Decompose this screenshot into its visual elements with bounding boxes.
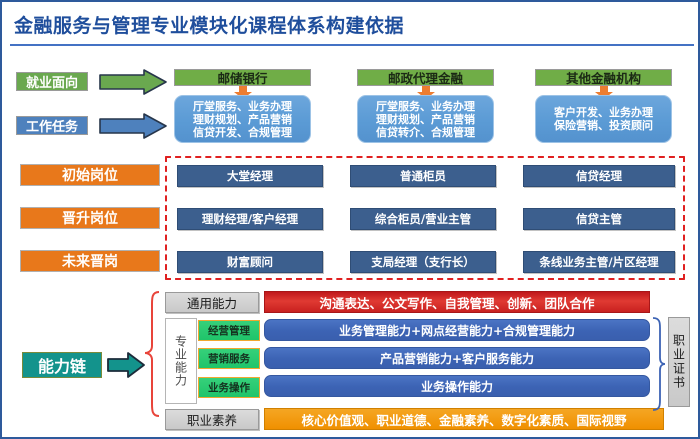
task-line: 保险营销、投资顾问 <box>554 119 653 132</box>
task-box-2: 厅堂服务、业务办理 理财规划、产品营销 信贷转介、合规管理 <box>357 95 494 143</box>
post-box-future-1: 财富顾问 <box>177 251 323 273</box>
label-professional-ability: 专业能力 <box>165 318 197 404</box>
post-box-promotion-1: 理财经理/客户经理 <box>177 208 323 230</box>
label-professional-ability-text: 专业能力 <box>173 335 188 387</box>
capability-bar-3: 业务操作能力 <box>264 375 650 397</box>
task-line: 厅堂服务、业务办理 <box>376 99 475 113</box>
arrow-right-icon-employment <box>98 68 168 96</box>
label-vocational-quality: 职业素养 <box>165 409 259 430</box>
curly-brace-icon-ability <box>143 290 161 420</box>
capability-bar-0: 沟通表达、公文写作、自我管理、创新、团队合作 <box>264 291 650 313</box>
post-box-initial-2: 普通柜员 <box>350 165 496 187</box>
arrow-down-icon-2 <box>416 86 435 99</box>
task-line: 信贷转介、合规管理 <box>376 125 475 139</box>
task-line: 理财规划、产品营销 <box>376 112 475 126</box>
capability-bar-4: 核心价值观、职业道德、金融素养、数字化素质、国际视野 <box>264 408 664 430</box>
post-matrix-highlight <box>165 156 685 280</box>
arrow-right-icon-work-tasks <box>98 112 168 140</box>
post-box-promotion-2: 综合柜员/营业主管 <box>350 208 496 230</box>
tag-professional-0: 经营管理 <box>198 320 260 341</box>
label-ability-chain: 能力链 <box>22 352 102 378</box>
column-header-2: 邮政代理金融 <box>357 69 494 86</box>
page-title-text: 金融服务与管理专业模块化课程体系构建依据 <box>14 14 405 37</box>
post-box-future-3: 条线业务主管/片区经理 <box>523 251 675 273</box>
label-work-tasks: 工作任务 <box>16 116 88 135</box>
curly-brace-icon-certificate <box>652 316 666 412</box>
post-box-promotion-3: 信贷主管 <box>523 208 675 230</box>
tag-professional-2: 业务操作 <box>198 377 260 398</box>
label-promotion-post: 晋升岗位 <box>20 207 160 229</box>
post-box-initial-1: 大堂经理 <box>177 165 323 187</box>
post-box-initial-3: 信贷经理 <box>523 165 675 187</box>
label-employment-orientation: 就业面向 <box>16 72 88 91</box>
label-general-ability: 通用能力 <box>165 292 259 313</box>
task-line: 客户开发、业务办理 <box>554 106 653 119</box>
task-line: 厅堂服务、业务办理 <box>193 99 292 113</box>
column-header-3: 其他金融机构 <box>535 69 672 86</box>
label-vocational-certificate: 职业证书 <box>668 317 690 407</box>
arrow-down-icon-3 <box>594 86 613 99</box>
page-title: 金融服务与管理专业模块化课程体系构建依据 <box>4 6 698 42</box>
column-header-1: 邮储银行 <box>174 69 311 86</box>
task-line: 信贷开发、合规管理 <box>193 125 292 139</box>
arrow-down-icon-1 <box>233 86 252 99</box>
arrow-right-icon-ability <box>106 350 146 380</box>
task-box-1: 厅堂服务、业务办理 理财规划、产品营销 信贷开发、合规管理 <box>174 95 311 143</box>
capability-bar-1: 业务管理能力+网点经营能力+合规管理能力 <box>264 319 650 341</box>
tag-professional-1: 营销服务 <box>198 348 260 369</box>
label-initial-post: 初始岗位 <box>20 164 160 186</box>
post-box-future-2: 支局经理（支行长） <box>350 251 496 273</box>
capability-bar-2: 产品营销能力+客户服务能力 <box>264 347 650 369</box>
label-future-post: 未来晋岗 <box>20 250 160 272</box>
task-box-3: 客户开发、业务办理 保险营销、投资顾问 <box>535 95 672 143</box>
task-line: 理财规划、产品营销 <box>193 112 292 126</box>
title-divider <box>10 44 694 46</box>
label-vocational-certificate-text: 职业证书 <box>671 334 686 390</box>
